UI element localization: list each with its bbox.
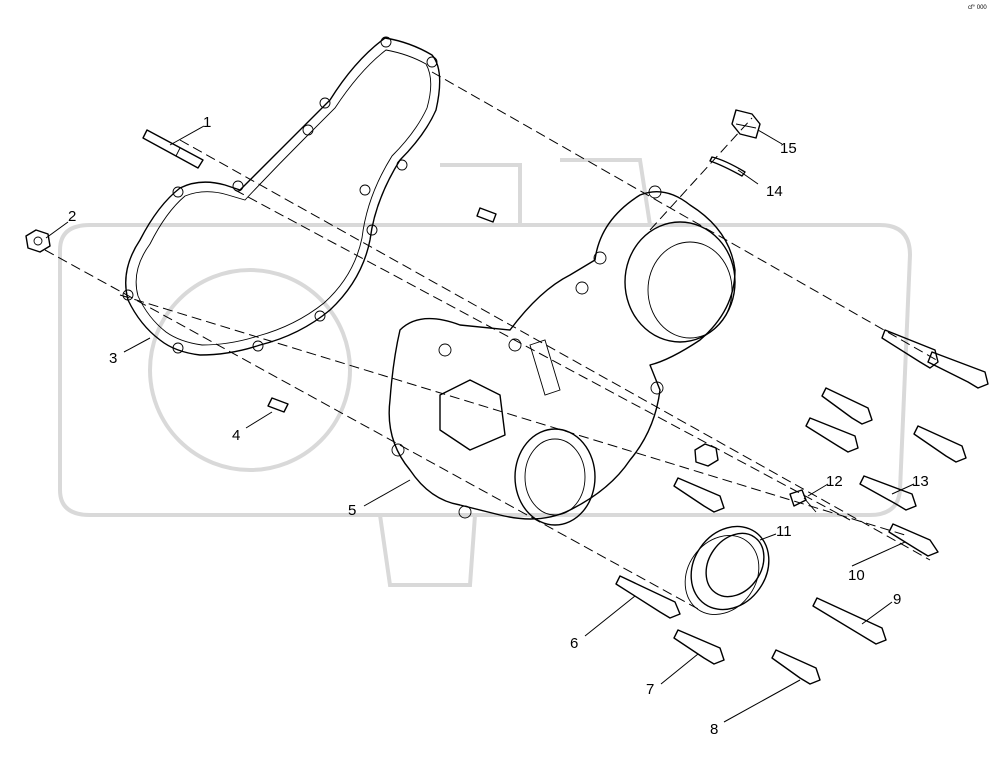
callout-6: 6 xyxy=(570,635,578,652)
small-nut xyxy=(694,443,719,467)
callout-13: 13 xyxy=(912,473,929,490)
gasket-inner-edge xyxy=(135,49,432,346)
callout-labels: 1 2 3 4 5 6 7 8 9 10 11 12 13 14 15 xyxy=(68,114,929,738)
oil-seal xyxy=(684,525,770,615)
callout-9: 9 xyxy=(893,591,901,608)
drain-plug xyxy=(731,109,761,139)
dowel-pin xyxy=(267,207,497,413)
callout-3: 3 xyxy=(109,350,117,367)
gasket xyxy=(125,37,441,356)
callout-7: 7 xyxy=(646,681,654,698)
alignment-lines xyxy=(44,71,941,611)
bolt-set xyxy=(615,329,989,685)
engine-cover xyxy=(388,185,736,526)
callout-2: 2 xyxy=(68,208,76,225)
callout-8: 8 xyxy=(710,721,718,738)
leader-lines xyxy=(45,125,915,723)
callout-10: 10 xyxy=(848,567,865,584)
callout-1: 1 xyxy=(203,114,211,131)
hex-nut xyxy=(25,229,51,253)
callout-12: 12 xyxy=(826,473,843,490)
callout-5: 5 xyxy=(348,502,356,519)
bleed-screw xyxy=(789,489,817,513)
callout-11: 11 xyxy=(776,523,792,540)
stud-bolt xyxy=(142,129,204,169)
corner-code: cf° 000 xyxy=(968,5,987,11)
o-ring xyxy=(709,156,746,177)
watermark-logo xyxy=(58,158,913,587)
callout-14: 14 xyxy=(766,183,783,200)
callout-4: 4 xyxy=(232,427,240,444)
callout-15: 15 xyxy=(780,140,797,157)
gasket-bolt-holes xyxy=(122,36,438,354)
